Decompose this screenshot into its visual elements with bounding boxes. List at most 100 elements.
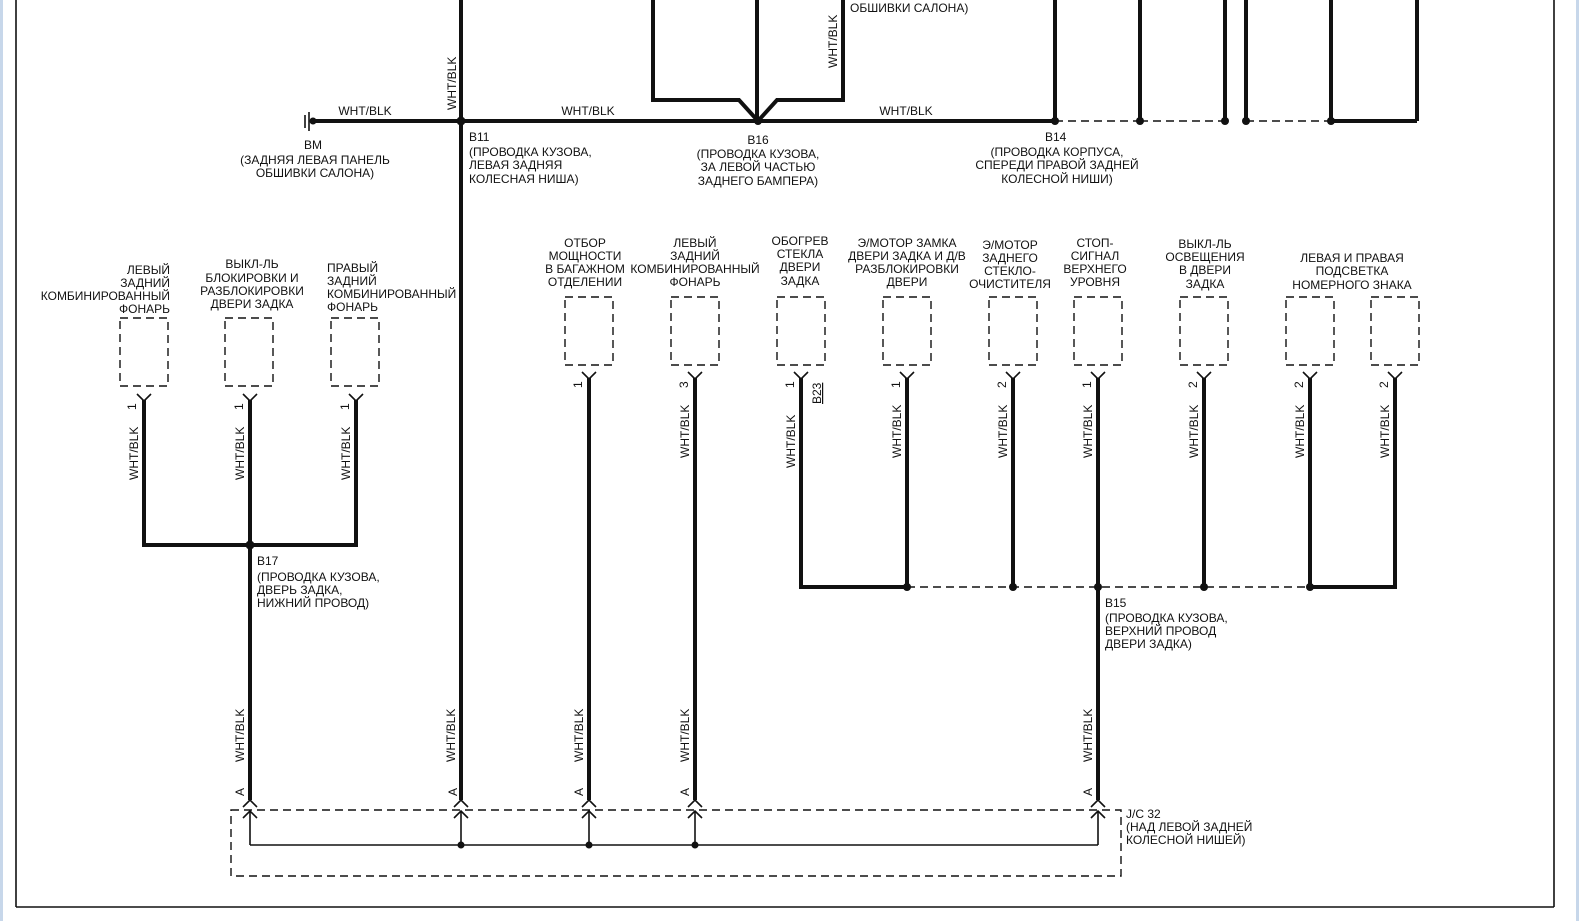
top-cut-label: ОБШИВКИ САЛОНА) bbox=[850, 1, 968, 15]
right-component-left-rear-lamp: ЛЕВЫЙ ЗАДНИЙ КОМБИНИРОВАННЫЙ ФОНАРЬ 3 bbox=[630, 235, 759, 388]
splice-dot-5 bbox=[1327, 117, 1335, 125]
svg-text:РАЗБЛОКИРОВКИ: РАЗБЛОКИРОВКИ bbox=[200, 284, 304, 298]
pin-a-2: A bbox=[446, 788, 460, 796]
svg-text:ФОНАРЬ: ФОНАРЬ bbox=[669, 275, 720, 289]
b15-wire-defogger bbox=[799, 378, 907, 589]
b15-desc-1: (ПРОВОДКА КУЗОВА, bbox=[1105, 611, 1228, 625]
left-component-3: ПРАВЫЙ ЗАДНИЙ КОМБИНИРОВАННЫЙ ФОНАРЬ 1 bbox=[327, 260, 456, 410]
svg-text:2: 2 bbox=[1186, 381, 1200, 388]
b15-dot-3 bbox=[1094, 583, 1102, 591]
svg-text:2: 2 bbox=[995, 381, 1009, 388]
b15-desc-2: ВЕРХНИЙ ПРОВОД bbox=[1105, 623, 1216, 638]
svg-text:1: 1 bbox=[889, 381, 903, 388]
svg-text:ВЫКЛ-ЛЬ: ВЫКЛ-ЛЬ bbox=[1178, 237, 1231, 251]
splice-b14-dot bbox=[1051, 117, 1059, 125]
loop-b16-left bbox=[651, 0, 760, 123]
wire-label-b3: WHT/BLK bbox=[572, 709, 586, 762]
svg-text:2: 2 bbox=[1292, 381, 1306, 388]
svg-text:СТЕКЛО-: СТЕКЛО- bbox=[984, 264, 1036, 278]
svg-text:ДВЕРИ ЗАДКА И Д/В: ДВЕРИ ЗАДКА И Д/В bbox=[848, 249, 966, 263]
svg-text:ДВЕРИ: ДВЕРИ bbox=[887, 275, 928, 289]
right-component-power-outlet: ОТБОР МОЩНОСТИ В БАГАЖНОМ ОТДЕЛЕНИИ 1 bbox=[545, 236, 625, 388]
svg-text:КОМБИНИРОВАННЫЙ: КОМБИНИРОВАННЫЙ bbox=[41, 288, 170, 303]
b11-desc-2: ЛЕВАЯ ЗАДНЯЯ bbox=[469, 158, 562, 172]
right-component-wiper-motor: Э/МОТОР ЗАДНЕГО СТЕКЛО- ОЧИСТИТЕЛЯ 2 bbox=[969, 238, 1051, 388]
svg-text:ОЧИСТИТЕЛЯ: ОЧИСТИТЕЛЯ bbox=[969, 277, 1051, 291]
b15-code: B15 bbox=[1105, 596, 1127, 610]
svg-text:УРОВНЯ: УРОВНЯ bbox=[1070, 275, 1120, 289]
wire-label-r4: WHT/BLK bbox=[890, 405, 904, 458]
jc32-desc-2: КОЛЕСНОЙ НИШЕЙ) bbox=[1126, 832, 1245, 847]
svg-text:СИГНАЛ: СИГНАЛ bbox=[1071, 249, 1120, 263]
svg-text:ПРАВЫЙ: ПРАВЫЙ bbox=[327, 260, 378, 275]
svg-text:КОМБИНИРОВАННЫЙ: КОМБИНИРОВАННЫЙ bbox=[630, 261, 759, 276]
wire-label-b2: WHT/BLK bbox=[444, 709, 458, 762]
pin-a-1: A bbox=[233, 788, 247, 796]
svg-text:ЗАДНЕГО: ЗАДНЕГО bbox=[982, 251, 1038, 265]
svg-text:ЗАДКА: ЗАДКА bbox=[1186, 277, 1225, 291]
splice-b11-dot bbox=[456, 116, 466, 126]
wire-label-b5: WHT/BLK bbox=[1081, 709, 1095, 762]
svg-text:ОСВЕЩЕНИЯ: ОСВЕЩЕНИЯ bbox=[1165, 250, 1244, 264]
b17-desc-3: НИЖНИЙ ПРОВОД) bbox=[257, 595, 369, 610]
wire-label-r5: WHT/BLK bbox=[996, 405, 1010, 458]
svg-text:ФОНАРЬ: ФОНАРЬ bbox=[327, 300, 378, 314]
svg-text:1: 1 bbox=[232, 403, 246, 410]
b15-dot-4 bbox=[1200, 583, 1208, 591]
svg-text:ЛЕВЫЙ: ЛЕВЫЙ bbox=[127, 262, 170, 277]
wire-label-l1: WHT/BLK bbox=[127, 427, 141, 480]
svg-text:2: 2 bbox=[1377, 381, 1391, 388]
svg-text:ОТБОР: ОТБОР bbox=[564, 236, 606, 250]
b14-desc-1: (ПРОВОДКА КОРПУСА, bbox=[990, 145, 1123, 159]
splice-dot-3 bbox=[1221, 117, 1229, 125]
splice-b17-dot bbox=[245, 540, 255, 550]
wire-label-bus-2: WHT/BLK bbox=[561, 104, 614, 118]
b14-desc-2: СПЕРЕДИ ПРАВОЙ ЗАДНЕЙ bbox=[975, 157, 1138, 172]
svg-text:ЗАДНИЙ: ЗАДНИЙ bbox=[670, 248, 720, 263]
b11-code: B11 bbox=[469, 130, 490, 144]
svg-text:В ДВЕРИ: В ДВЕРИ bbox=[1179, 263, 1231, 277]
b17-desc-2: ДВЕРЬ ЗАДКА, bbox=[257, 583, 342, 597]
svg-text:ЛЕВАЯ И ПРАВАЯ: ЛЕВАЯ И ПРАВАЯ bbox=[1300, 251, 1404, 265]
wire-label-r8: WHT/BLK bbox=[1293, 405, 1307, 458]
pin-a-4: A bbox=[678, 788, 692, 796]
svg-text:1: 1 bbox=[338, 403, 352, 410]
wire-label-bus-1: WHT/BLK bbox=[338, 104, 391, 118]
jc32-desc-1: (НАД ЛЕВОЙ ЗАДНЕЙ bbox=[1126, 819, 1252, 834]
wire-label-b11-top: WHT/BLK bbox=[445, 57, 459, 110]
b15-wire-license-r bbox=[1310, 378, 1397, 589]
b11-desc-3: КОЛЕСНАЯ НИША) bbox=[469, 172, 579, 186]
svg-text:Э/МОТОР ЗАМКА: Э/МОТОР ЗАМКА bbox=[858, 236, 957, 250]
svg-text:КОМБИНИРОВАННЫЙ: КОМБИНИРОВАННЫЙ bbox=[327, 286, 456, 301]
ground-code: BM bbox=[304, 138, 322, 152]
svg-text:ДВЕРИ: ДВЕРИ bbox=[780, 260, 821, 274]
jc32-box bbox=[230, 809, 1122, 877]
splice-dot-2 bbox=[1136, 117, 1144, 125]
b16-desc-3: ЗАДНЕГО БАМПЕРА) bbox=[698, 174, 818, 188]
svg-text:ЗАДКА: ЗАДКА bbox=[781, 274, 820, 288]
splice-dot-4 bbox=[1242, 117, 1250, 125]
ground-desc-2: ОБШИВКИ САЛОНА) bbox=[256, 166, 374, 180]
svg-text:РАЗБЛОКИРОВКИ: РАЗБЛОКИРОВКИ bbox=[855, 262, 959, 276]
svg-text:НОМЕРНОГО ЗНАКА: НОМЕРНОГО ЗНАКА bbox=[1292, 278, 1411, 292]
right-component-high-stop-lamp: СТОП- СИГНАЛ ВЕРХНЕГО УРОВНЯ 1 bbox=[1063, 236, 1126, 388]
b11-desc-1: (ПРОВОДКА КУЗОВА, bbox=[469, 145, 592, 159]
wire-label-r9: WHT/BLK bbox=[1378, 405, 1392, 458]
svg-text:1: 1 bbox=[783, 381, 797, 388]
wire-label-b16-top: WHT/BLK bbox=[826, 15, 840, 68]
jc32-terminals bbox=[242, 798, 1106, 849]
svg-text:БЛОКИРОВКИ И: БЛОКИРОВКИ И bbox=[205, 271, 298, 285]
svg-text:ПОДСВЕТКА: ПОДСВЕТКА bbox=[1316, 264, 1389, 278]
right-component-rear-defogger: ОБОГРЕВ СТЕКЛА ДВЕРИ ЗАДКА 1 B23 bbox=[772, 234, 829, 404]
right-component-license-lights: ЛЕВАЯ И ПРАВАЯ ПОДСВЕТКА НОМЕРНОГО ЗНАКА… bbox=[1285, 251, 1420, 388]
svg-text:1: 1 bbox=[125, 403, 139, 410]
loop-b16-right bbox=[756, 0, 845, 123]
b16-code: B16 bbox=[747, 133, 769, 147]
b14-code: B14 bbox=[1045, 130, 1067, 144]
wire-label-r2: WHT/BLK bbox=[678, 405, 692, 458]
b15-dot-1 bbox=[903, 583, 911, 591]
svg-text:В БАГАЖНОМ: В БАГАЖНОМ bbox=[545, 262, 625, 276]
wire-label-l2: WHT/BLK bbox=[233, 427, 247, 480]
